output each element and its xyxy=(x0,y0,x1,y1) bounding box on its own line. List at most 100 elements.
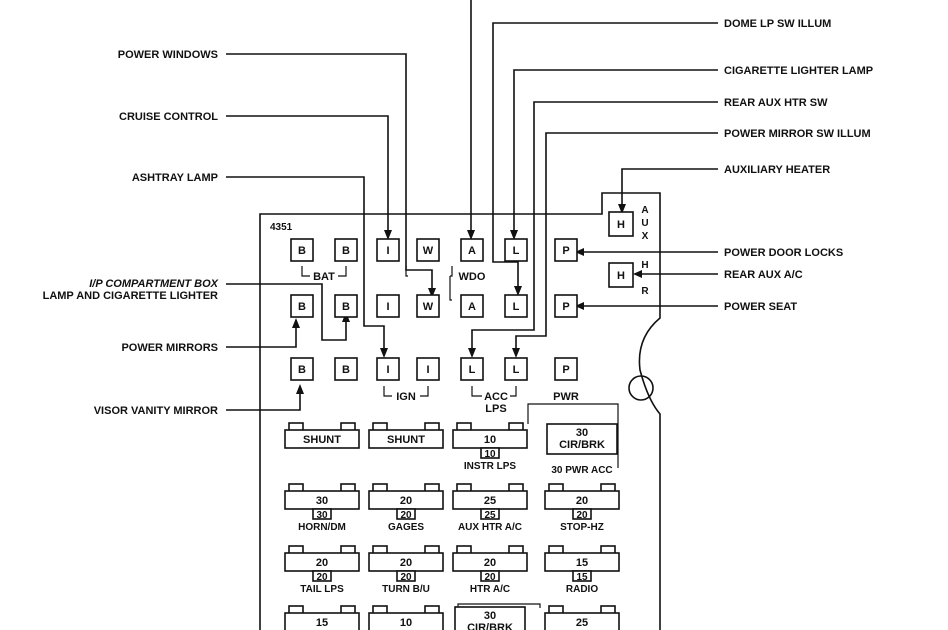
fuse-value: 25 xyxy=(484,495,496,507)
terminal-letter: W xyxy=(423,245,434,257)
terminal-row3-4 xyxy=(460,357,484,381)
fuse-body xyxy=(454,606,526,630)
fuse-value: 10 xyxy=(400,617,412,629)
fuse-body xyxy=(284,429,360,449)
aux-heater-terminal-letter: H xyxy=(617,219,625,231)
fuse-value: 20 xyxy=(316,557,328,569)
leader-lines-right xyxy=(467,0,718,358)
callout-rear-aux-htr-sw: REAR AUX HTR SW xyxy=(724,97,828,109)
rear-label-h: H xyxy=(641,260,648,271)
group-label-bat: BAT xyxy=(313,271,335,283)
fuse-value: 25 xyxy=(576,617,588,629)
terminal-row3-3 xyxy=(416,357,440,381)
fuse-sub-value: 25 xyxy=(484,510,496,521)
terminal-row2-3 xyxy=(416,294,440,318)
terminal-letter: B xyxy=(342,245,350,257)
fuse-3-0: 15 xyxy=(284,605,360,630)
terminal-letter: L xyxy=(513,245,520,257)
callout-power-seat: POWER SEAT xyxy=(724,301,797,313)
terminal-row2-6 xyxy=(554,294,578,318)
callout-dome-lp: DOME LP SW ILLUM xyxy=(724,18,831,30)
fuse-label: STOP-HZ xyxy=(560,522,604,533)
callout-auxiliary-heater: AUXILIARY HEATER xyxy=(724,164,830,176)
terminal-letter: I xyxy=(386,245,389,257)
terminal-letter: I xyxy=(426,364,429,376)
callout-cruise-control: CRUISE CONTROL xyxy=(119,111,218,123)
fuse-3-1: 10 xyxy=(368,605,444,630)
group-brackets xyxy=(301,266,517,397)
fuse-value: 15 xyxy=(316,617,328,629)
fuse-sub-value: 20 xyxy=(576,510,588,521)
rear-label-r: R xyxy=(641,286,649,297)
aux-heater-terminal xyxy=(608,211,634,237)
fuse-sub-value: 15 xyxy=(576,572,588,583)
fuse-label: TURN B/U xyxy=(382,584,430,595)
terminal-row2-1 xyxy=(334,294,358,318)
aux-label-u: U xyxy=(641,218,648,229)
fuse-label: AUX HTR A/C xyxy=(458,522,522,533)
terminal-letter: L xyxy=(513,301,520,313)
cir-brk-bracket-top xyxy=(527,403,619,468)
fuse-sub-value: 20 xyxy=(400,510,412,521)
fuse-panel-outline xyxy=(259,192,661,630)
terminal-row3-6 xyxy=(554,357,578,381)
fuse-value: 20 xyxy=(484,557,496,569)
fuse-label: 30 PWR ACC xyxy=(551,465,612,476)
fuse-body xyxy=(368,429,444,449)
callout-power-windows: POWER WINDOWS xyxy=(118,49,218,61)
fuse-value: SHUNT xyxy=(303,434,341,446)
terminal-letter: W xyxy=(423,301,434,313)
terminal-row1-1 xyxy=(334,238,358,262)
terminal-letter: P xyxy=(562,364,569,376)
terminal-row2-0 xyxy=(290,294,314,318)
terminal-letter: L xyxy=(469,364,476,376)
terminal-row3-5 xyxy=(504,357,528,381)
terminal-row1-4 xyxy=(460,238,484,262)
terminal-letter: B xyxy=(342,301,350,313)
diagram-id: 4351 xyxy=(270,222,293,233)
fuse-sub-value: 20 xyxy=(316,572,328,583)
fuse-value: 10 xyxy=(484,434,496,446)
terminal-letter: I xyxy=(386,301,389,313)
fuse-body xyxy=(546,423,618,455)
terminal-letter: A xyxy=(468,245,476,257)
fuse-value: 20 xyxy=(576,495,588,507)
callout-ip-compartment-line2: LAMP AND CIGARETTE LIGHTER xyxy=(43,290,218,302)
callout-power-mirrors: POWER MIRRORS xyxy=(121,342,218,354)
fuse-body xyxy=(544,612,620,630)
fuse-label: RADIO xyxy=(566,584,598,595)
callout-ashtray-lamp: ASHTRAY LAMP xyxy=(132,172,218,184)
terminal-row2-5 xyxy=(504,294,528,318)
fuse-value: 20 xyxy=(400,557,412,569)
terminal-row3-2 xyxy=(376,357,400,381)
fuse-3-3: 25 xyxy=(544,605,620,630)
fuse-label: INSTR LPS xyxy=(464,461,517,472)
fuse-value: 30 xyxy=(576,427,588,439)
fuse-sub-value: 20 xyxy=(400,572,412,583)
callout-power-mirror-sw-illum: POWER MIRROR SW ILLUM xyxy=(724,128,871,140)
group-label-acc: ACC xyxy=(484,391,508,403)
terminal-row1-3 xyxy=(416,238,440,262)
fuse-body xyxy=(368,612,444,630)
terminal-letter: L xyxy=(513,364,520,376)
terminal-letter: I xyxy=(386,364,389,376)
group-label-pwr: PWR xyxy=(553,391,579,403)
fuse-value: 15 xyxy=(576,557,588,569)
rear-aux-ac-terminal xyxy=(608,262,634,288)
fuse-value: SHUNT xyxy=(387,434,425,446)
rear-aux-ac-terminal-letter: H xyxy=(617,270,625,282)
fuse-sub-value: 30 xyxy=(316,510,328,521)
aux-label-a: A xyxy=(641,205,648,216)
